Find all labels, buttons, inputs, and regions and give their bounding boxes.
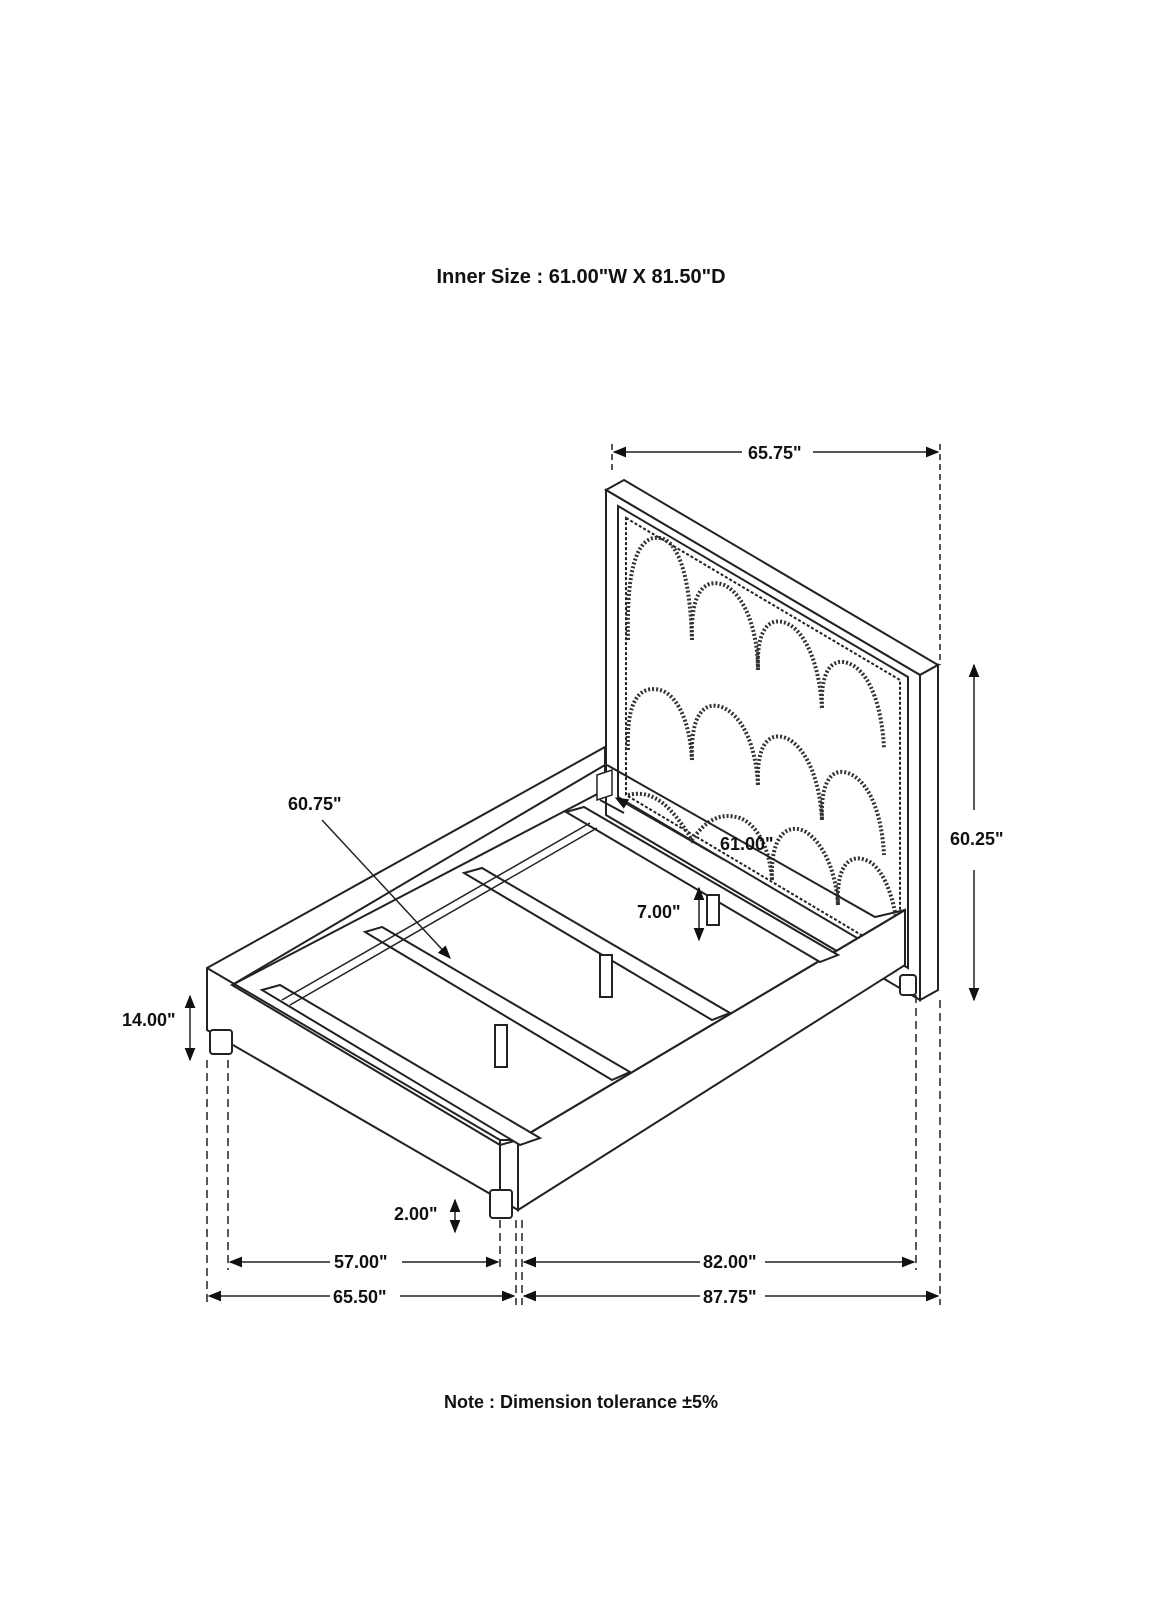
headboard-bracket xyxy=(596,768,613,802)
bed-feet xyxy=(209,974,917,1219)
headboard-width-label: 65.75" xyxy=(748,443,802,463)
slat-length-leader xyxy=(321,819,451,959)
slat-length-label: 60.75" xyxy=(288,794,342,814)
inner-width-label: 61.00" xyxy=(720,834,774,854)
bed-frame xyxy=(206,745,906,1212)
headboard-scallop-pattern xyxy=(625,535,900,936)
rail-height-label: 14.00" xyxy=(122,1010,176,1030)
inner-size-title: Inner Size : 61.00"W X 81.50"D xyxy=(436,266,726,288)
inner-side-rail xyxy=(281,822,598,1006)
inner-width-line xyxy=(614,797,725,861)
leg-span-length-label: 82.00" xyxy=(703,1252,757,1272)
leg-height-label: 2.00" xyxy=(394,1204,438,1224)
leg-span-width-label: 57.00" xyxy=(334,1252,388,1272)
center-support-legs xyxy=(494,894,720,1068)
overall-length-label: 87.75" xyxy=(703,1287,757,1307)
headboard-height-label: 60.25" xyxy=(950,829,1004,849)
support-leg-height-label: 7.00" xyxy=(637,902,681,922)
overall-width-label: 65.50" xyxy=(333,1287,387,1307)
tolerance-note: Note : Dimension tolerance ±5% xyxy=(444,1392,718,1412)
bed-slats xyxy=(259,799,841,1147)
